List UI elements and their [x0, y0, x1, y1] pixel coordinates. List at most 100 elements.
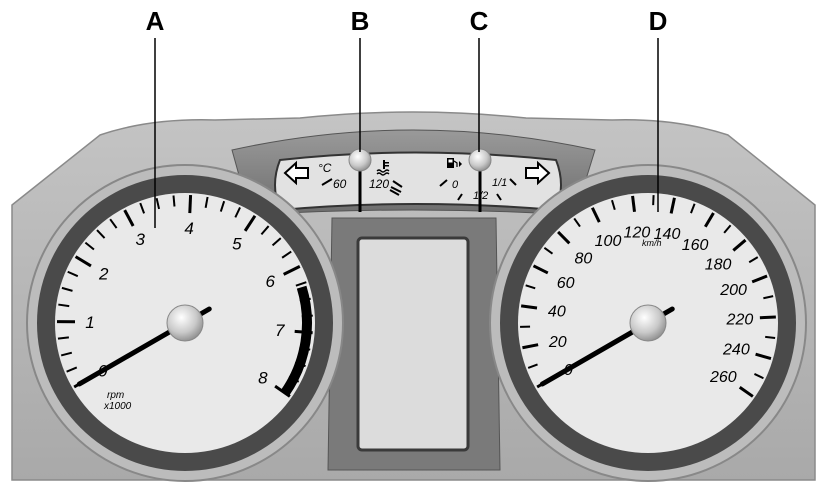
speedometer-tick — [738, 386, 754, 398]
speedometer-tick — [765, 335, 776, 339]
tachometer-redzone — [280, 285, 312, 396]
speedometer-label: 180 — [705, 256, 732, 273]
speedometer-label: 40 — [548, 304, 566, 321]
tachometer-tick — [84, 241, 95, 251]
fuel-gauge: 0 1/2 1/1 — [439, 148, 517, 212]
tachometer-tick — [271, 237, 282, 247]
speedometer-tick — [557, 230, 571, 245]
fuel-tick-empty — [439, 179, 448, 187]
speedometer-tick — [759, 315, 776, 320]
speedometer-label: 60 — [557, 275, 575, 292]
speedometer-tick — [732, 238, 747, 252]
speedometer-label: 240 — [722, 342, 750, 359]
right-turn-arrow-icon — [525, 160, 551, 186]
speedometer-label: 200 — [719, 282, 747, 299]
speedometer-label: 20 — [548, 334, 567, 351]
callout-label-a: A — [146, 6, 165, 36]
tachometer-unit-rpm: rpm — [107, 390, 124, 401]
tachometer-tick — [282, 265, 301, 276]
tachometer-tick — [234, 207, 241, 218]
tachometer-tick — [295, 281, 307, 287]
speedometer-tick — [631, 195, 636, 212]
tachometer-tick — [260, 225, 270, 236]
speedometer-tick — [748, 256, 759, 264]
tachometer-tick — [139, 202, 146, 214]
fuel-label-empty: 0 — [452, 179, 459, 191]
tachometer-label: 1 — [85, 313, 94, 332]
speedometer-tick — [573, 217, 581, 228]
speedometer-ticks — [520, 195, 776, 398]
multifunction-display — [356, 236, 470, 452]
speedometer-tick — [520, 304, 538, 310]
fuel-label-full: 1/1 — [492, 177, 507, 189]
speedometer-tick — [527, 363, 538, 369]
speedometer-unit: km/h — [642, 238, 662, 248]
speedometer-label: 140 — [654, 226, 681, 243]
fuel-tick-full — [509, 178, 517, 186]
tachometer-tick — [155, 197, 161, 210]
speedometer-tick — [763, 295, 774, 300]
tachometer-tick — [57, 336, 70, 340]
callout-label-b: B — [351, 6, 370, 36]
temperature-hot-zone-icon — [389, 186, 402, 196]
tachometer-tick — [74, 255, 92, 268]
speedometer-tick — [690, 203, 696, 214]
tachometer-hub — [166, 304, 204, 342]
speedometer-label: 120 — [624, 225, 651, 242]
tachometer-tick — [58, 303, 70, 308]
tachometer-label: 8 — [258, 368, 268, 387]
fuel-pump-icon — [447, 158, 462, 168]
speedometer-label: 100 — [595, 233, 622, 250]
left-turn-arrow-icon — [283, 160, 309, 186]
speedometer-label: 80 — [574, 251, 592, 268]
speedometer-tick — [751, 274, 768, 284]
speedometer-tick — [704, 212, 715, 228]
callout-label-c: C — [470, 6, 489, 36]
fuel-tick-three-quarter — [496, 193, 502, 201]
speedometer-tick — [723, 224, 732, 234]
tachometer-tick — [109, 218, 118, 229]
coolant-temperature-icon — [376, 160, 390, 176]
temperature-gauge: °C 60 120 — [318, 148, 403, 212]
speedometer-tick — [543, 247, 554, 255]
tachometer-label: 4 — [184, 219, 193, 238]
tachometer-label: 3 — [135, 230, 145, 249]
tachometer-tick — [67, 270, 79, 278]
tachometer-tick — [281, 250, 292, 259]
tachometer-label: 6 — [265, 272, 275, 291]
tachometer-tick — [61, 286, 73, 292]
temperature-label-low: 60 — [333, 177, 347, 191]
speedometer-tick — [522, 343, 539, 350]
tachometer: 012345678 rpm x1000 — [26, 164, 344, 482]
tachometer-label: 5 — [232, 234, 242, 253]
tachometer-tick — [172, 195, 176, 207]
tachometer-tick — [66, 366, 78, 373]
tachometer-tick — [60, 351, 73, 357]
tachometer-tick — [219, 200, 226, 212]
temperature-label-high: 120 — [369, 177, 389, 191]
tachometer-tick — [123, 209, 135, 227]
callout-label-d: D — [649, 6, 668, 36]
speedometer-tick — [591, 207, 601, 223]
tachometer-tick — [96, 229, 106, 239]
speedometer-tick — [611, 199, 616, 211]
temperature-hub — [348, 148, 372, 172]
tachometer-unit-multiplier: x1000 — [103, 401, 132, 412]
speedometer-label: 220 — [726, 312, 754, 329]
tachometer-tick — [243, 214, 257, 232]
speedometer-hub — [629, 304, 667, 342]
temperature-unit: °C — [318, 161, 332, 175]
tachometer-redzone-arc — [280, 285, 312, 396]
fuel-tick-quarter — [457, 193, 463, 201]
tachometer-tick — [188, 195, 193, 214]
speedometer-tick — [532, 264, 549, 275]
fuel-hub — [468, 148, 492, 172]
speedometer-tick — [754, 373, 764, 380]
speedometer-tick — [525, 284, 536, 290]
speedometer-tick — [755, 352, 772, 361]
tachometer-label: 7 — [275, 321, 285, 340]
speedometer-label: 160 — [682, 237, 709, 254]
